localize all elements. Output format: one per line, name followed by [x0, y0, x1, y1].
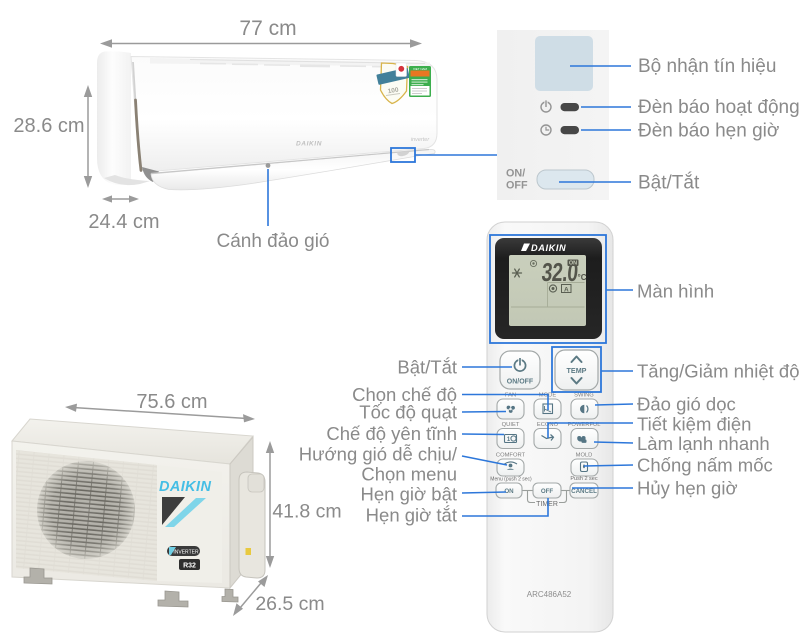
svg-text:ON/OFF: ON/OFF	[507, 379, 534, 386]
svg-text:TEMP: TEMP	[567, 366, 587, 375]
svg-text:MOLD: MOLD	[576, 453, 593, 459]
svg-text:Chọn menu: Chọn menu	[361, 464, 457, 485]
svg-text:75.6 cm: 75.6 cm	[136, 391, 207, 413]
svg-text:Chống nấm mốc: Chống nấm mốc	[637, 455, 773, 476]
svg-text:COMFORT: COMFORT	[496, 453, 526, 459]
svg-text:Tốc độ quạt: Tốc độ quạt	[359, 402, 457, 423]
svg-text:DAIKIN: DAIKIN	[296, 141, 322, 148]
svg-text:INVERTER: INVERTER	[173, 550, 199, 556]
svg-text:CANCEL: CANCEL	[571, 488, 597, 495]
svg-text:24.4 cm: 24.4 cm	[88, 211, 159, 233]
svg-text:FAN: FAN	[505, 393, 516, 399]
svg-text:26.5 cm: 26.5 cm	[255, 593, 324, 615]
svg-text:1: 1	[507, 437, 511, 443]
svg-text:Đèn báo hoạt động: Đèn báo hoạt động	[638, 97, 800, 118]
svg-text:Đèn báo hẹn giờ: Đèn báo hẹn giờ	[638, 121, 779, 142]
svg-text:inverter: inverter	[411, 137, 431, 143]
svg-text:ON: ON	[504, 488, 514, 495]
svg-text:QUIET: QUIET	[502, 422, 520, 428]
svg-text:°C: °C	[578, 273, 587, 282]
svg-text:41.8 cm: 41.8 cm	[272, 501, 341, 523]
svg-text:Hẹn giờ tắt: Hẹn giờ tắt	[366, 505, 457, 526]
svg-text:ON/: ON/	[506, 168, 525, 180]
svg-text:VIET NAM: VIET NAM	[413, 67, 428, 71]
svg-text:Màn hình: Màn hình	[637, 281, 714, 302]
svg-text:Bộ nhận tín hiệu: Bộ nhận tín hiệu	[638, 56, 776, 77]
svg-text:Hủy hẹn giờ: Hủy hẹn giờ	[637, 478, 738, 499]
svg-text:Push 2 sec: Push 2 sec	[570, 476, 597, 482]
svg-text:SWING: SWING	[574, 393, 594, 399]
svg-text:TIMER: TIMER	[536, 501, 558, 508]
svg-text:Cánh đảo gió: Cánh đảo gió	[216, 231, 329, 252]
svg-text:Hướng gió dễ chịu/: Hướng gió dễ chịu/	[299, 444, 458, 465]
svg-text:ARC486A52: ARC486A52	[527, 590, 572, 599]
svg-text:Chọn chế độ: Chọn chế độ	[352, 384, 457, 405]
svg-text:Tăng/Giảm nhiệt độ: Tăng/Giảm nhiệt độ	[637, 361, 799, 382]
svg-text:77 cm: 77 cm	[239, 17, 296, 40]
svg-text:DAIKIN: DAIKIN	[531, 243, 566, 253]
svg-text:100: 100	[387, 87, 399, 96]
svg-text:A: A	[564, 287, 569, 294]
svg-text:Làm lạnh nhanh: Làm lạnh nhanh	[637, 433, 770, 454]
svg-text:DAIKIN: DAIKIN	[159, 479, 211, 495]
svg-text:Bật/Tắt: Bật/Tắt	[638, 172, 700, 194]
svg-text:Chế độ yên tĩnh: Chế độ yên tĩnh	[326, 423, 457, 444]
svg-text:Menu (push 2 sec): Menu (push 2 sec)	[490, 477, 532, 483]
svg-text:R32: R32	[183, 563, 196, 570]
svg-text:ON: ON	[569, 261, 577, 267]
svg-text:Đảo gió dọc: Đảo gió dọc	[637, 394, 736, 415]
svg-text:OFF: OFF	[541, 488, 554, 495]
svg-text:Tiết kiệm điện: Tiết kiệm điện	[637, 414, 751, 435]
svg-text:Bật/Tắt: Bật/Tắt	[397, 357, 457, 378]
svg-text:28.6 cm: 28.6 cm	[13, 115, 84, 137]
svg-text:Hẹn giờ bật: Hẹn giờ bật	[361, 484, 457, 505]
svg-text:POWERFUL: POWERFUL	[568, 422, 602, 428]
svg-text:OFF: OFF	[506, 180, 528, 192]
